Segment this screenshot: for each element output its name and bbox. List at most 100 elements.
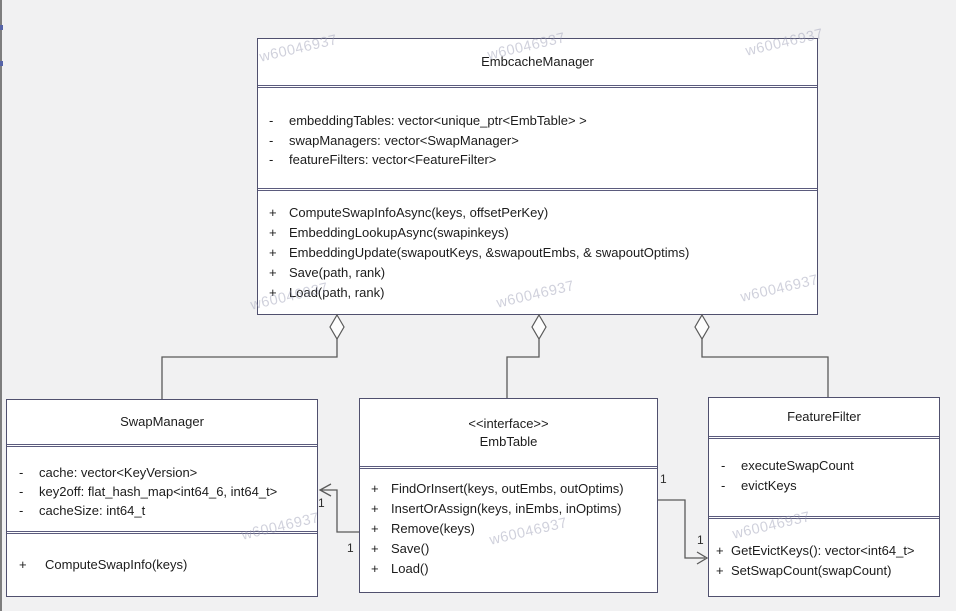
method-row: + FindOrInsert(keys, outEmbs, outOptims): [371, 479, 651, 499]
aggregation-line-featurefilter: [701, 339, 829, 397]
attribute-row: -cache: vector<KeyVersion>: [19, 463, 311, 482]
edge-tick: [0, 61, 3, 66]
multiplicity-label: 1: [660, 472, 667, 486]
attribute-text: cache: vector<KeyVersion>: [39, 465, 198, 480]
method-row: + EmbeddingLookupAsync(swapinkeys): [269, 223, 809, 243]
association-arrow-featurefilter: [696, 551, 709, 565]
method-text: Remove(keys): [391, 521, 475, 536]
attribute-text: executeSwapCount: [741, 458, 854, 473]
visibility-marker: +: [269, 225, 277, 240]
class-box-embtable[interactable]: <<interface>> EmbTable + FindOrInsert(key…: [359, 398, 658, 593]
multiplicity-label: 1: [318, 496, 325, 510]
attribute-text: featureFilters: vector<FeatureFilter>: [289, 152, 497, 167]
method-text: SetSwapCount(swapCount): [731, 563, 892, 578]
attribute-text: cacheSize: int64_t: [39, 503, 146, 518]
aggregation-diamond: [329, 313, 345, 341]
method-text: Save(): [391, 541, 430, 556]
method-row: + EmbeddingUpdate(swapoutKeys, &swapoutEm…: [269, 243, 809, 263]
attribute-row: -swapManagers: vector<SwapManager>: [269, 131, 809, 151]
method-row: + Load(): [371, 559, 651, 579]
attribute-text: key2off: flat_hash_map<int64_6, int64_t>: [39, 484, 278, 499]
method-text: FindOrInsert(keys, outEmbs, outOptims): [391, 481, 624, 496]
method-row: + ComputeSwapInfoAsync(keys, offsetPerKey…: [269, 203, 809, 223]
visibility-marker: +: [269, 285, 277, 300]
attributes-compartment: -embeddingTables: vector<unique_ptr<EmbT…: [258, 85, 817, 188]
methods-compartment: + ComputeSwapInfo(keys): [7, 531, 317, 596]
method-row: + ComputeSwapInfo(keys): [19, 555, 311, 575]
attribute-row: -cacheSize: int64_t: [19, 501, 311, 520]
attributes-compartment: -cache: vector<KeyVersion> -key2off: fla…: [7, 444, 317, 531]
method-text: Load(): [391, 561, 429, 576]
aggregation-line-embtable: [506, 339, 540, 398]
multiplicity-label: 1: [697, 533, 704, 547]
class-title: <<interface>> EmbTable: [360, 399, 657, 466]
multiplicity-label: 1: [347, 541, 354, 555]
class-name: EmbTable: [479, 433, 538, 449]
class-title: FeatureFilter: [709, 398, 939, 436]
visibility-marker: +: [371, 541, 379, 556]
screen-edge-line: [0, 0, 2, 611]
visibility-marker: +: [371, 521, 379, 536]
method-row: + Remove(keys): [371, 519, 651, 539]
edge-tick: [0, 25, 3, 30]
attribute-text: swapManagers: vector<SwapManager>: [289, 132, 519, 148]
visibility-marker: +: [371, 501, 379, 516]
attributes-compartment: -executeSwapCount -evictKeys: [709, 436, 939, 516]
visibility-marker: -: [269, 132, 274, 148]
method-text: EmbeddingLookupAsync(swapinkeys): [289, 225, 509, 240]
method-row: + Save(): [371, 539, 651, 559]
visibility-marker: +: [371, 561, 379, 576]
visibility-marker: -: [269, 152, 274, 167]
class-stereotype: <<interface>>: [468, 415, 549, 431]
method-row: + Save(path, rank): [269, 263, 809, 283]
method-text: EmbeddingUpdate(swapoutKeys, &swapoutEmb…: [289, 245, 690, 260]
visibility-marker: -: [19, 503, 24, 518]
methods-compartment: +FindOrInsert(keys, outEmbs, outOptims) …: [360, 466, 657, 592]
visibility-marker: -: [721, 478, 726, 493]
methods-compartment: + ComputeSwapInfoAsync(keys, offsetPerKey…: [258, 188, 817, 314]
attribute-row: -evictKeys: [721, 476, 935, 496]
association-line-embtable-swapmanager: [321, 489, 359, 533]
visibility-marker: +: [19, 557, 27, 572]
method-row: + GetEvictKeys(): vector<int64_t>: [716, 541, 935, 561]
visibility-marker: +: [371, 481, 379, 496]
methods-compartment: + GetEvictKeys(): vector<int64_t> + SetSwa…: [709, 516, 939, 596]
method-row: + Load(path, rank): [269, 283, 809, 303]
attribute-row: -featureFilters: vector<FeatureFilter>: [269, 150, 809, 170]
visibility-marker: -: [19, 484, 24, 499]
class-title: EmbcacheManager: [258, 39, 817, 85]
class-title: SwapManager: [7, 400, 317, 444]
aggregation-line-swapmanager: [161, 339, 338, 399]
class-name: SwapManager: [120, 414, 204, 429]
class-box-embcachemanager[interactable]: EmbcacheManager -embeddingTables: vector…: [257, 38, 818, 315]
attribute-row: -embeddingTables: vector<unique_ptr<EmbT…: [269, 111, 809, 131]
class-box-featurefilter[interactable]: FeatureFilter -executeSwapCount -evictKe…: [708, 397, 940, 597]
method-text: Save(path, rank): [289, 265, 386, 280]
attribute-text: evictKeys: [741, 478, 797, 493]
method-text: ComputeSwapInfoAsync(keys, offsetPerKey): [289, 205, 549, 220]
class-name: FeatureFilter: [787, 409, 861, 424]
visibility-marker: +: [716, 563, 724, 578]
method-text: ComputeSwapInfo(keys): [45, 557, 188, 572]
method-text: Load(path, rank): [289, 285, 385, 300]
visibility-marker: -: [721, 458, 726, 473]
aggregation-diamond: [531, 313, 547, 341]
visibility-marker: +: [716, 543, 724, 558]
method-row: + InsertOrAssign(keys, inEmbs, inOptims): [371, 499, 651, 519]
method-text: GetEvictKeys(): vector<int64_t>: [731, 543, 915, 558]
method-row: + SetSwapCount(swapCount): [716, 561, 935, 581]
attribute-row: -key2off: flat_hash_map<int64_6, int64_t…: [19, 482, 311, 501]
visibility-marker: -: [269, 113, 274, 128]
visibility-marker: +: [269, 205, 277, 220]
visibility-marker: +: [269, 265, 277, 280]
attribute-row: -executeSwapCount: [721, 456, 935, 476]
association-line-embtable-featurefilter: [658, 499, 705, 559]
method-text: InsertOrAssign(keys, inEmbs, inOptims): [391, 501, 622, 516]
class-box-swapmanager[interactable]: SwapManager -cache: vector<KeyVersion> -…: [6, 399, 318, 597]
association-arrow-swapmanager: [318, 483, 332, 497]
visibility-marker: -: [19, 465, 24, 480]
attribute-text: embeddingTables: vector<unique_ptr<EmbTa…: [289, 113, 587, 128]
visibility-marker: +: [269, 245, 277, 260]
aggregation-diamond: [694, 313, 710, 341]
